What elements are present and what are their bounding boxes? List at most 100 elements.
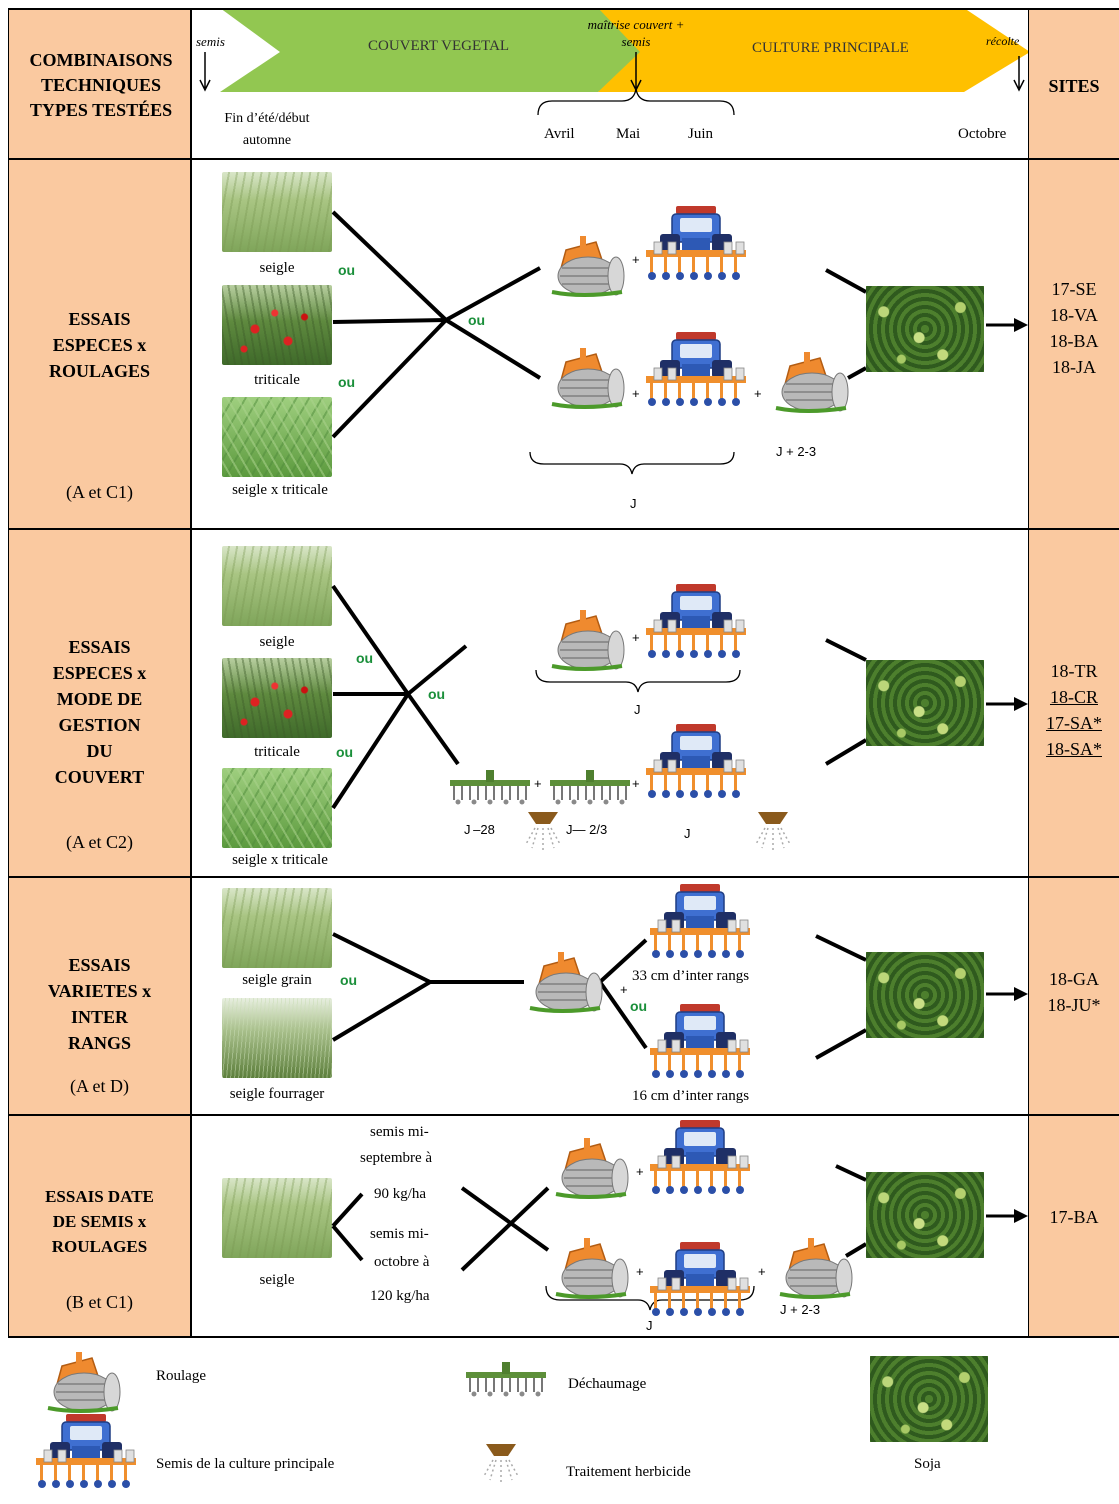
ou-label: ou: [428, 686, 446, 702]
timing-j: J: [630, 496, 637, 511]
photo-seigle-triticale: [222, 768, 332, 848]
legend-soy-photo: [870, 1356, 988, 1442]
site: 17-BA: [1049, 1207, 1099, 1227]
plus-sign: +: [632, 630, 640, 645]
recolte-down-arrow: [1013, 56, 1025, 92]
sowing-late-line1: semis mi-: [370, 1226, 429, 1242]
label-triticale: triticale: [254, 744, 300, 760]
legend-roulage: Roulage: [156, 1368, 206, 1384]
arrow-cover-label: COUVERT VEGETAL: [368, 38, 510, 54]
row3-subtitle: (A et D): [70, 1076, 129, 1096]
site: 18-GA: [1049, 969, 1099, 989]
plus-sign: +: [636, 1264, 644, 1279]
timing-roll: J + 2-3: [780, 1302, 821, 1317]
months-brace: [537, 88, 735, 116]
row1-sites-cell: 17-SE 18-VA 18-BA 18-JA: [1029, 160, 1119, 528]
row2-sites-cell: 18-TR 18-CR 17-SA* 18-SA*: [1029, 530, 1119, 876]
header-left-title: COMBINAISONS TECHNIQUES TYPES TESTÉES: [29, 50, 173, 120]
legend-semis: Semis de la culture principale: [156, 1456, 335, 1472]
stubble-cultivator-icon: [465, 1361, 547, 1398]
sowing-early-line1: semis mi-: [370, 1124, 429, 1140]
legend-herbicide: Traitement herbicide: [566, 1464, 691, 1480]
plus-sign: +: [620, 982, 628, 997]
legend-soja: Soja: [914, 1456, 941, 1472]
site: 18-JA: [1052, 357, 1096, 377]
cover-crop-arrow: [220, 8, 656, 92]
row3-category-cell: ESSAIS VARIETES x INTER RANGS (A et D): [9, 878, 190, 1114]
arrow-crop-label: CULTURE PRINCIPALE: [752, 40, 909, 56]
roller-icon: [46, 1350, 122, 1413]
main-crop-arrow: [598, 8, 1030, 92]
row-spacing-16: 16 cm d’inter rangs: [632, 1088, 750, 1104]
photo-triticale: [222, 658, 332, 738]
plus-sign: +: [754, 386, 762, 401]
month-june: Juin: [688, 126, 714, 142]
ou-label: ou: [338, 374, 356, 390]
ou-label: ou: [468, 312, 486, 328]
row1-sites: 17-SE 18-VA 18-BA 18-JA: [1029, 276, 1119, 380]
sowing-late-line2: octobre à: [374, 1254, 430, 1270]
row1-category-cell: ESSAIS ESPECES x ROULAGES (A et C1): [9, 160, 190, 528]
site: 17-SA*: [1045, 713, 1102, 733]
row4-title: ESSAIS DATE DE SEMIS x ROULAGES: [45, 1187, 154, 1256]
timing-j: J: [634, 702, 641, 717]
row2-subtitle: (A et C2): [66, 832, 133, 852]
row2-sites: 18-TR 18-CR 17-SA* 18-SA*: [1029, 658, 1119, 762]
photo-seigle-triticale: [222, 397, 332, 477]
ou-label: ou: [340, 972, 358, 988]
soy-photo: [866, 1172, 984, 1258]
row1-title: ESSAIS ESPECES x ROULAGES: [48, 309, 151, 381]
plus-sign: +: [632, 776, 640, 791]
photo-seigle-grain: [222, 888, 332, 968]
site: 18-SA*: [1045, 739, 1102, 759]
soy-photo: [866, 952, 984, 1038]
photo-seigle: [222, 546, 332, 626]
semis-label: semis: [196, 34, 225, 49]
site: 18-TR: [1050, 661, 1098, 681]
row-spacing-33: 33 cm d’inter rangs: [632, 968, 750, 984]
ou-label: ou: [336, 744, 354, 760]
plus-sign: +: [632, 386, 640, 401]
site: 18-JU*: [1047, 995, 1101, 1015]
row4-category-cell: ESSAIS DATE DE SEMIS x ROULAGES (B et C1…: [9, 1116, 190, 1336]
semis-down-arrow: [199, 52, 211, 92]
timing-j23: J— 2/3: [566, 822, 608, 837]
timing-j: J: [646, 1318, 653, 1333]
site: 18-CR: [1049, 687, 1098, 707]
plus-sign: +: [758, 1264, 766, 1279]
label-seigle-triticale: seigle x triticale: [232, 482, 328, 498]
timing-j: J: [684, 826, 691, 841]
row3-sites-cell: 18-GA 18-JU*: [1029, 878, 1119, 1114]
soy-photo: [866, 660, 984, 746]
header-left-cell: COMBINAISONS TECHNIQUES TYPES TESTÉES: [9, 10, 190, 158]
ou-label: ou: [338, 262, 356, 278]
site: 18-BA: [1049, 331, 1099, 351]
row3-title: ESSAIS VARIETES x INTER RANGS: [47, 955, 152, 1053]
photo-seigle: [222, 172, 332, 252]
label-seigle: seigle: [259, 260, 295, 276]
label-seigle-triticale: seigle x triticale: [232, 852, 328, 868]
row4-sites: 17-BA: [1029, 1204, 1119, 1230]
photo-seigle-fourrager: [222, 998, 332, 1078]
plus-sign: +: [636, 1164, 644, 1179]
ou-label: ou: [630, 998, 648, 1014]
maitrise-label: maîtrise couvert + semis: [587, 17, 685, 49]
photo-triticale: [222, 285, 332, 365]
row4-subtitle: (B et C1): [66, 1292, 133, 1312]
sowing-early-line2: septembre à: [360, 1150, 433, 1166]
header-sites-title: SITES: [1048, 76, 1100, 96]
recolte-label: récolte: [986, 34, 1020, 48]
plus-sign: +: [534, 776, 542, 791]
timing-j28: J –28: [464, 822, 495, 837]
row2-title: ESSAIS ESPECES x MODE DE GESTION DU COUV…: [52, 637, 147, 787]
legend-dechaumage: Déchaumage: [568, 1376, 647, 1392]
row4-sites-cell: 17-BA: [1029, 1116, 1119, 1336]
month-may: Mai: [616, 126, 641, 142]
soy-photo: [866, 286, 984, 372]
sowing-late-rate: 120 kg/ha: [370, 1288, 430, 1304]
row3-sites: 18-GA 18-JU*: [1029, 966, 1119, 1018]
